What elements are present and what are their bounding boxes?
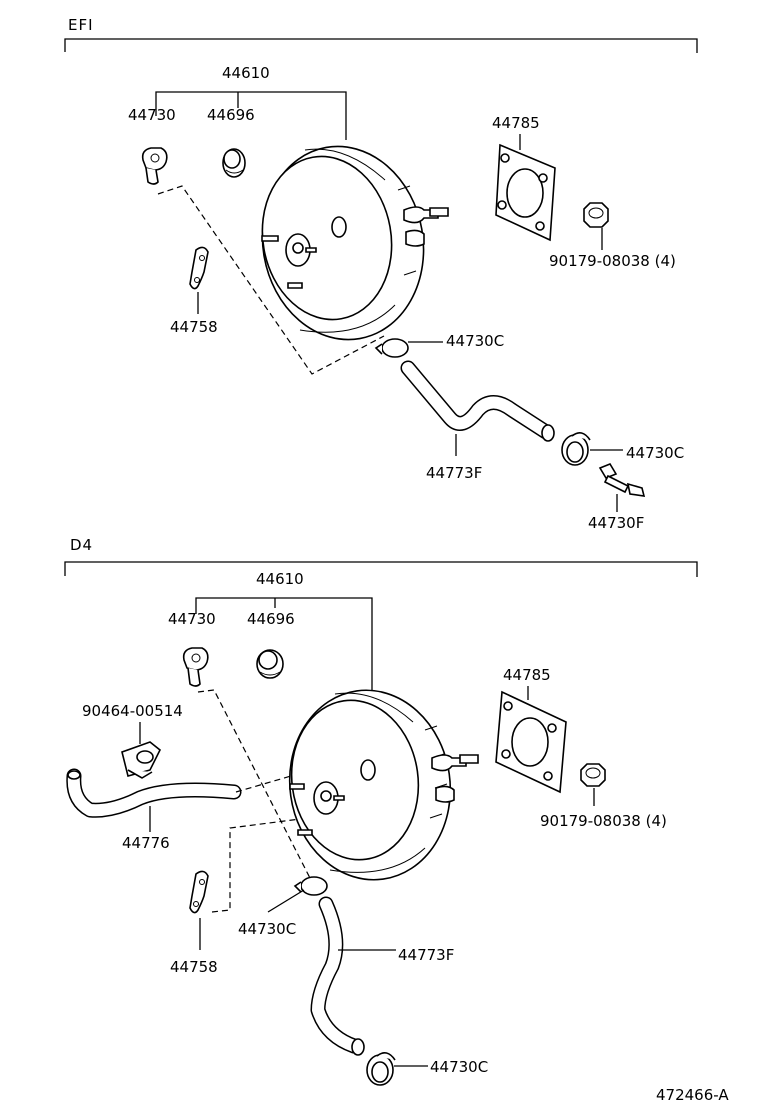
label-check-valve-d4: 44730 <box>168 610 216 628</box>
check-valve-d4 <box>182 647 209 687</box>
diagram-id: 472466-A <box>656 1086 729 1104</box>
section-frame-d4 <box>64 561 698 577</box>
label-bracket: 44758 <box>170 318 218 336</box>
label-gasket: 44785 <box>492 114 540 132</box>
nut-d4 <box>580 763 606 787</box>
gasket-d4 <box>495 690 567 794</box>
leader-booster <box>155 91 347 140</box>
section-frame-efi <box>64 38 698 53</box>
label-hose: 44773F <box>426 464 482 482</box>
label-grommet-d4: 44696 <box>247 610 295 628</box>
hose-clip <box>121 741 162 779</box>
bracket <box>189 246 209 290</box>
bracket-d4 <box>189 870 209 914</box>
hose-clamp-lower-d4 <box>366 1052 396 1086</box>
label-grommet: 44696 <box>207 106 255 124</box>
label-nut: 90179-08038 (4) <box>549 252 676 270</box>
brake-booster <box>261 145 449 341</box>
label-clamp-upper-d4: 44730C <box>238 920 296 938</box>
union-fitting <box>598 463 646 497</box>
label-small-hose: 44776 <box>122 834 170 852</box>
label-clip: 90464-00514 <box>82 702 183 720</box>
label-union: 44730F <box>588 514 644 532</box>
dashed-connection <box>157 185 385 375</box>
label-clamp-lower-d4: 44730C <box>430 1058 488 1076</box>
label-bracket-d4: 44758 <box>170 958 218 976</box>
label-booster: 44610 <box>222 64 270 82</box>
label-hose-d4: 44773F <box>398 946 454 964</box>
dashed-connection-d4-a <box>197 689 313 883</box>
grommet-d4 <box>256 649 284 679</box>
label-gasket-d4: 44785 <box>503 666 551 684</box>
section-d4: D4 44610 44730 44696 90464-00514 <box>64 536 698 1086</box>
dashed-connection-d4-c <box>211 817 309 913</box>
label-nut-d4: 90179-08038 (4) <box>540 812 667 830</box>
hose-clamp-upper-d4 <box>293 876 328 896</box>
grommet <box>222 148 246 178</box>
brake-booster-d4 <box>288 689 479 881</box>
section-title-d4: D4 <box>70 536 93 554</box>
check-valve <box>141 147 168 185</box>
label-check-valve: 44730 <box>128 106 176 124</box>
section-title-efi: EFI <box>68 16 94 34</box>
leader-booster-d4 <box>195 597 373 690</box>
label-clamp-lower: 44730C <box>626 444 684 462</box>
label-clamp-upper: 44730C <box>446 332 504 350</box>
section-efi: EFI 44610 44730 44696 <box>64 16 698 532</box>
gasket <box>495 143 556 242</box>
leader-clamp-upper-d4 <box>267 889 305 913</box>
nut <box>583 202 609 228</box>
label-booster-d4: 44610 <box>256 570 304 588</box>
small-hose <box>66 768 242 818</box>
vacuum-hose-d4 <box>310 896 365 1056</box>
vacuum-hose <box>400 360 555 442</box>
hose-clamp-upper <box>374 338 409 358</box>
hose-clamp-lower <box>561 432 591 466</box>
